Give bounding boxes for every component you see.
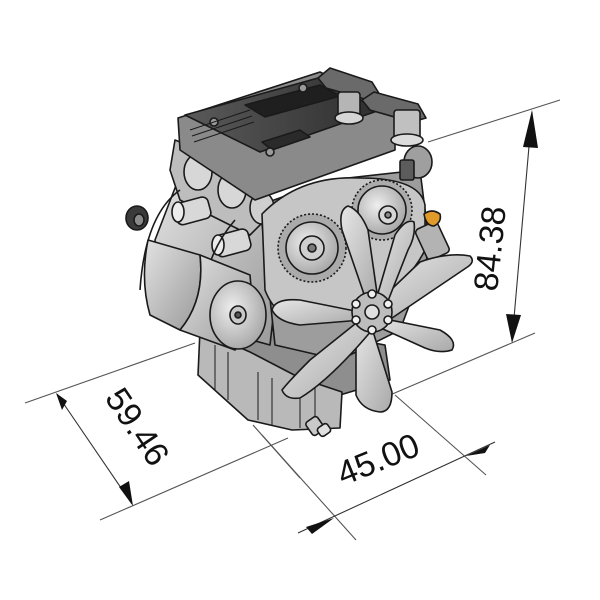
dimension-label-height: 84.38 (467, 204, 514, 293)
drain-fitting (305, 415, 332, 438)
extension-line-left (261, 434, 357, 541)
orange-fitting-icon (423, 210, 442, 227)
arrowhead-upleft-icon (56, 393, 67, 410)
extension-line-bottom (389, 332, 536, 396)
extension-line-right (394, 394, 487, 476)
sensor-fitting (414, 210, 450, 261)
dimension-line-height (511, 111, 533, 342)
rocker-arms (317, 67, 427, 147)
arrowhead-left-icon (306, 518, 334, 534)
engine-model (125, 67, 474, 438)
extension-line-top (427, 99, 561, 143)
extension-line-front (99, 437, 289, 521)
distributor (399, 145, 433, 181)
cooling-fan (271, 205, 474, 413)
dimension-label-width: 45.00 (332, 426, 425, 493)
cylinder-head (169, 139, 275, 236)
crank-pulley (277, 213, 347, 283)
arrowhead-right-icon (466, 445, 490, 456)
camshaft-pulley (351, 179, 413, 241)
dimension-line-width (297, 441, 496, 534)
dimension-height: 84.38 (389, 99, 561, 396)
dimension-label-depth: 59.46 (97, 381, 176, 473)
arrowhead-up-icon (523, 110, 538, 148)
arrowhead-downright-icon (119, 481, 133, 506)
alternator (143, 239, 267, 351)
extension-line-rear (24, 342, 196, 404)
oil-cap (125, 205, 149, 231)
dimension-line-depth (56, 393, 133, 505)
arrowhead-down-icon (506, 314, 521, 343)
